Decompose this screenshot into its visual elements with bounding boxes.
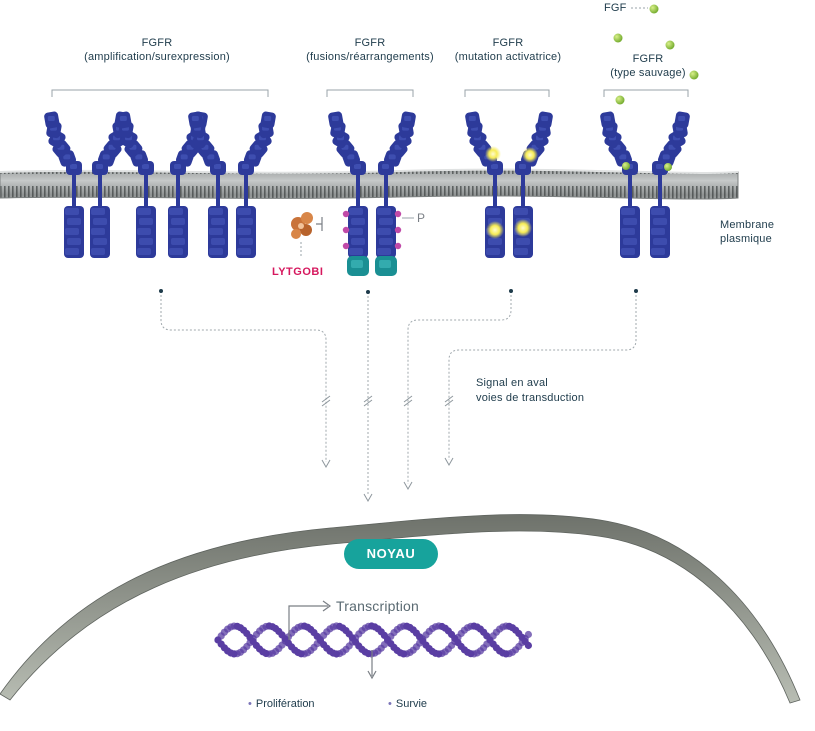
- dna-double-helix: [214, 622, 533, 658]
- receptor-title: FGFR: [492, 37, 524, 49]
- drug-label: LYTGOBI: [272, 266, 324, 278]
- outcome-survival: •Survie: [388, 698, 427, 710]
- receptor-title: FGFR: [141, 37, 173, 49]
- receptor-chain: [600, 111, 640, 258]
- receptor-chain: [44, 111, 84, 258]
- membrane-label-line: plasmique: [720, 233, 772, 245]
- membrane-label-line: Membrane: [720, 219, 775, 231]
- receptor-layer: [44, 111, 690, 276]
- signal-origin-dots: [159, 289, 638, 294]
- phospho-groups: [342, 210, 414, 250]
- receptor-subtitle: (amplification/surexpression): [84, 51, 230, 63]
- receptor-title: FGFR: [354, 37, 386, 49]
- receptor-subtitle: (type sauvage): [610, 67, 686, 79]
- receptor-chain: [236, 111, 276, 258]
- signal-lines: [160, 291, 637, 496]
- receptor-label-fusions: FGFR (fusions/réarrangements): [290, 36, 450, 64]
- membrane-label: Membrane plasmique: [720, 218, 774, 246]
- bullet-icon: •: [248, 698, 252, 710]
- dna-bead: [524, 641, 533, 650]
- receptor-subtitle: (mutation activatrice): [454, 51, 562, 63]
- receptor-chain: [116, 111, 156, 258]
- receptor-chain: [650, 111, 690, 258]
- signal-arrowheads: [321, 457, 454, 503]
- group-brackets: [51, 89, 689, 97]
- dna-bead: [524, 630, 533, 639]
- transcription-label: Transcription: [336, 598, 419, 614]
- receptor-label-wild-type: FGFR (type sauvage): [598, 52, 698, 80]
- ligand-label: FGF: [604, 2, 627, 14]
- nucleus-envelope: [0, 514, 801, 704]
- outcome-proliferation: •Prolifération: [248, 698, 315, 710]
- transcription-arrow: [288, 600, 377, 680]
- receptor-label-mutation: FGFR (mutation activatrice): [440, 36, 576, 64]
- phospho-label: P: [417, 211, 426, 225]
- outcome-label: Prolifération: [255, 698, 315, 710]
- receptor-chain: [188, 111, 228, 258]
- receptor-title: FGFR: [632, 53, 664, 65]
- signal-breaks: [321, 395, 454, 407]
- nucleus-badge: NOYAU: [344, 539, 438, 569]
- receptor-chain: [375, 111, 416, 276]
- signal-label-line: Signal en aval: [476, 377, 548, 389]
- receptor-label-amplification: FGFR (amplification/surexpression): [62, 36, 252, 64]
- fgf-ligands: [613, 4, 699, 171]
- outcome-label: Survie: [395, 698, 428, 710]
- lytgobi-molecule: [291, 212, 323, 258]
- signal-label-line: voies de transduction: [476, 392, 585, 404]
- receptor-subtitle: (fusions/réarrangements): [306, 51, 434, 63]
- signal-label: Signal en aval voies de transduction: [476, 376, 584, 406]
- activating-mutation-glows: [485, 146, 538, 239]
- receptor-chain: [328, 111, 369, 276]
- bullet-icon: •: [388, 698, 392, 710]
